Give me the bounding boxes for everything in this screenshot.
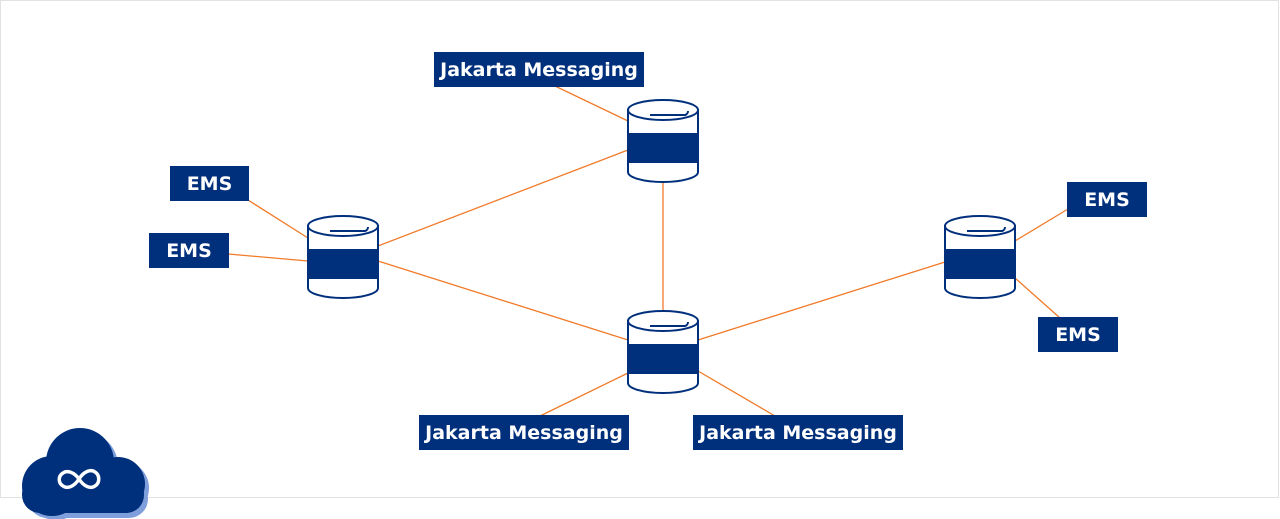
node-label-ems-right-1: EMS	[1067, 182, 1147, 217]
node-label-text: Jakarta Messaging	[438, 59, 638, 81]
edge-left-center	[377, 260, 629, 341]
edge-ems-right-1	[1014, 208, 1069, 242]
node-label-text: EMS	[187, 173, 233, 195]
diagram-frame	[0, 0, 1279, 498]
edge-ems-right-2	[1014, 277, 1061, 319]
edge-left-top	[377, 149, 629, 247]
cloud-icon	[22, 428, 149, 519]
node-label-text: Jakarta Messaging	[423, 422, 623, 444]
edge-center-right	[697, 261, 946, 341]
edge-label-bottom-left	[539, 372, 629, 417]
node-label-bottom-right: Jakarta Messaging	[693, 415, 903, 450]
node-label-text: EMS	[166, 240, 212, 262]
infinity-icon	[57, 468, 101, 490]
edge-ems-left-2	[227, 253, 309, 262]
edge-ems-left-1	[247, 199, 309, 239]
edge-label-top	[554, 85, 629, 122]
database-icon	[944, 215, 1016, 299]
database-icon	[627, 310, 699, 394]
node-label-ems-left-1: EMS	[170, 166, 249, 201]
database-icon	[627, 99, 699, 183]
node-label-text: EMS	[1084, 189, 1130, 211]
node-label-text: Jakarta Messaging	[697, 422, 897, 444]
database-icon	[307, 215, 379, 299]
node-label-ems-left-2: EMS	[149, 233, 229, 268]
node-label-text: EMS	[1055, 324, 1101, 346]
connections	[227, 85, 1069, 417]
node-label-bottom-left: Jakarta Messaging	[419, 415, 629, 450]
node-label-top: Jakarta Messaging	[434, 52, 644, 87]
node-label-ems-right-2: EMS	[1038, 317, 1118, 352]
edge-label-bottom-right	[697, 370, 776, 417]
